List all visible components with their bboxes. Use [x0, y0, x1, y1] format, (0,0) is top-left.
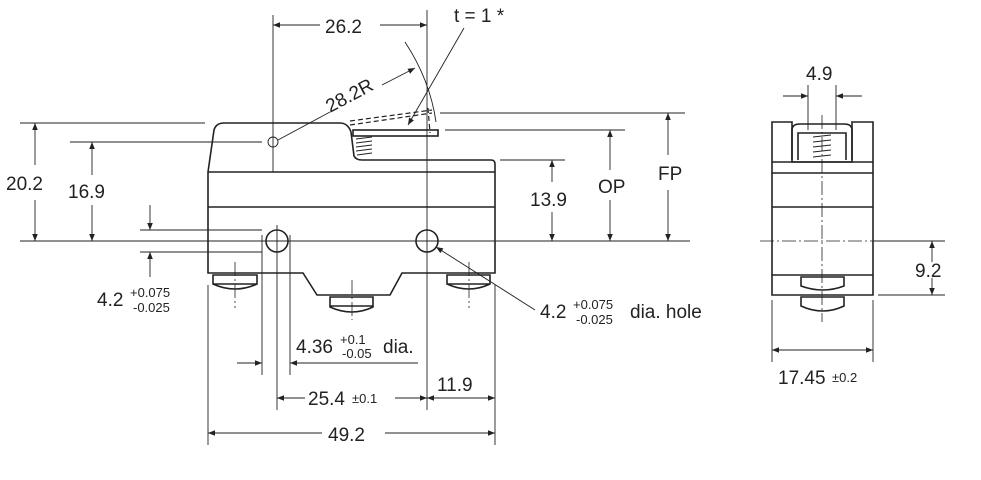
- dim-right-offset: 11.9: [437, 375, 473, 396]
- dim-plunger-height: 13.9: [530, 190, 567, 211]
- lever-arc: [404, 41, 437, 123]
- dim-total-length: 49.2: [328, 425, 365, 446]
- dim-pin: 4.36 +0.1 -0.05 dia.: [296, 332, 414, 361]
- svg-text:4.2: 4.2: [540, 302, 566, 323]
- dim-hole-pitch: 25.4 ±0.1: [308, 389, 377, 410]
- dim-radius: 28.2R: [322, 75, 377, 117]
- svg-text:±0.1: ±0.1: [352, 391, 377, 406]
- svg-text:4.36: 4.36: [296, 337, 333, 358]
- dim-hole-right: 4.2 +0.075 -0.025 dia. hole: [540, 297, 702, 327]
- dim-hole-height: 9.2: [915, 261, 941, 282]
- svg-text:-0.025: -0.025: [576, 312, 613, 327]
- svg-text:dia.: dia.: [383, 337, 414, 358]
- svg-text:25.4: 25.4: [308, 389, 345, 410]
- svg-text:+0.1: +0.1: [340, 332, 366, 347]
- terminal-screws: [212, 262, 491, 320]
- dim-hole-left: 4.2 +0.075 -0.025: [97, 285, 170, 315]
- dim-fp: FP: [658, 164, 682, 185]
- switch-housing-outline: [207, 122, 496, 296]
- svg-text:17.45: 17.45: [778, 368, 826, 389]
- dim-pivot-height: 16.9: [68, 182, 105, 203]
- side-housing-outline: [771, 121, 874, 296]
- svg-text:+0.075: +0.075: [130, 285, 170, 300]
- dimension-arrows: [32, 22, 671, 436]
- dim-op: OP: [598, 177, 625, 198]
- lever: [352, 129, 439, 137]
- dim-total-height: 20.2: [6, 174, 43, 195]
- dim-width: 17.45 ±0.2: [778, 368, 857, 389]
- side-view: 4.9 9.2 17.45 ±0.2: [760, 64, 945, 389]
- dim-plunger-width: 4.9: [806, 64, 832, 85]
- svg-text:4.2: 4.2: [97, 290, 123, 311]
- svg-text:+0.075: +0.075: [573, 297, 613, 312]
- extension-lines: [20, 10, 690, 445]
- svg-text:-0.05: -0.05: [342, 346, 372, 361]
- dim-lever-offset: 26.2: [325, 17, 362, 38]
- front-view: 26.2 t = 1 * 28.2R 20.2 16.9 13.9 OP FP …: [6, 6, 702, 446]
- svg-text:dia. hole: dia. hole: [630, 302, 702, 323]
- lever-alt-position: [349, 107, 433, 134]
- svg-text:-0.025: -0.025: [133, 300, 170, 315]
- spring-icon: [355, 136, 373, 156]
- terminal-screw: [800, 276, 845, 312]
- svg-text:±0.2: ±0.2: [832, 370, 857, 385]
- dim-thickness: t = 1 *: [454, 6, 505, 27]
